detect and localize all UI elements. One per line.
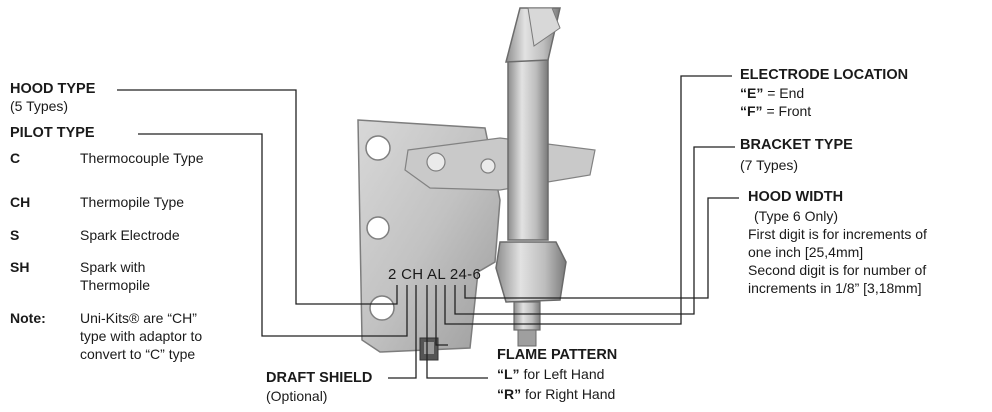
pilot-code: CH bbox=[10, 194, 31, 210]
leader-flame-pattern-2 bbox=[435, 285, 448, 346]
note-line3: convert to “C” type bbox=[80, 346, 196, 362]
pilot-code: C bbox=[10, 150, 21, 166]
electrode-location-title: ELECTRODE LOCATION bbox=[740, 67, 909, 83]
pilot-desc: Thermopile Type bbox=[80, 194, 185, 210]
note-line2: type with adaptor to bbox=[80, 328, 203, 344]
leader-pilot-type bbox=[138, 133, 408, 337]
leader-hood-type bbox=[117, 89, 398, 305]
leader-electrode-location bbox=[444, 75, 732, 325]
pilot-hood bbox=[505, 7, 561, 241]
pilot-row-ch: CH Thermopile Type bbox=[10, 194, 270, 212]
electrode-e-text: = End bbox=[767, 85, 805, 101]
electrode-f-text: = Front bbox=[766, 103, 812, 119]
bracket-type-title: BRACKET TYPE bbox=[740, 137, 853, 153]
pilot-desc: Spark Electrode bbox=[80, 227, 180, 243]
flame-r-code: “R” bbox=[497, 386, 522, 402]
flame-pattern-r: “R” for Right Hand bbox=[497, 386, 615, 403]
hood-type-sub: (5 Types) bbox=[10, 98, 69, 114]
part-number: 2 CH AL 24-6 bbox=[388, 266, 482, 283]
flame-l-text: for Left Hand bbox=[523, 366, 605, 382]
pilot-row-s: S Spark Electrode bbox=[10, 227, 270, 245]
pilot-code: S bbox=[10, 227, 20, 243]
leader-draft-shield bbox=[388, 285, 417, 379]
note-label: Note: bbox=[10, 310, 46, 326]
leader-flame-pattern bbox=[426, 285, 488, 379]
note-line1: Uni-Kits® are “CH” bbox=[80, 310, 197, 326]
hood-width-title: HOOD WIDTH bbox=[748, 189, 844, 205]
pilot-code: SH bbox=[10, 259, 30, 275]
pilot-row-c: C Thermocouple Type bbox=[10, 150, 270, 168]
electrode-e-code: “E” bbox=[740, 85, 764, 101]
electrode-f: “F” = Front bbox=[740, 103, 811, 120]
draft-shield-sub: (Optional) bbox=[266, 388, 328, 404]
leader-bracket-type bbox=[454, 146, 735, 315]
pilot-row-sh: SH Spark with Thermopile bbox=[10, 259, 270, 295]
draft-shield-title: DRAFT SHIELD bbox=[266, 370, 373, 386]
flame-l-code: “L” bbox=[497, 366, 520, 382]
bracket-type-sub: (7 Types) bbox=[740, 157, 799, 173]
electrode-e: “E” = End bbox=[740, 85, 804, 102]
pilot-desc-line1: Spark with bbox=[80, 259, 146, 275]
hood-type-title: HOOD TYPE bbox=[10, 81, 96, 97]
pilot-desc: Thermocouple Type bbox=[80, 150, 204, 166]
flame-pattern-l: “L” for Left Hand bbox=[497, 366, 604, 383]
hood-width-line5: increments in 1/8” [3,18mm] bbox=[748, 280, 922, 296]
compression-fitting bbox=[495, 241, 567, 347]
pilot-desc-line2: Thermopile bbox=[80, 277, 151, 293]
pilot-note: Note: Uni-Kits® are “CH” type with adapt… bbox=[10, 310, 270, 364]
leader-hood-width bbox=[464, 197, 739, 299]
hood-width-line4: Second digit is for number of bbox=[748, 262, 927, 278]
flame-r-text: for Right Hand bbox=[525, 386, 616, 402]
hood-width-line3: one inch [25,4mm] bbox=[748, 244, 864, 260]
electrode-f-code: “F” bbox=[740, 103, 763, 119]
hood-width-line2: First digit is for increments of bbox=[748, 226, 927, 242]
flame-pattern-title: FLAME PATTERN bbox=[497, 347, 618, 363]
hood-width-line1: (Type 6 Only) bbox=[754, 208, 839, 224]
pilot-type-title: PILOT TYPE bbox=[10, 125, 95, 141]
